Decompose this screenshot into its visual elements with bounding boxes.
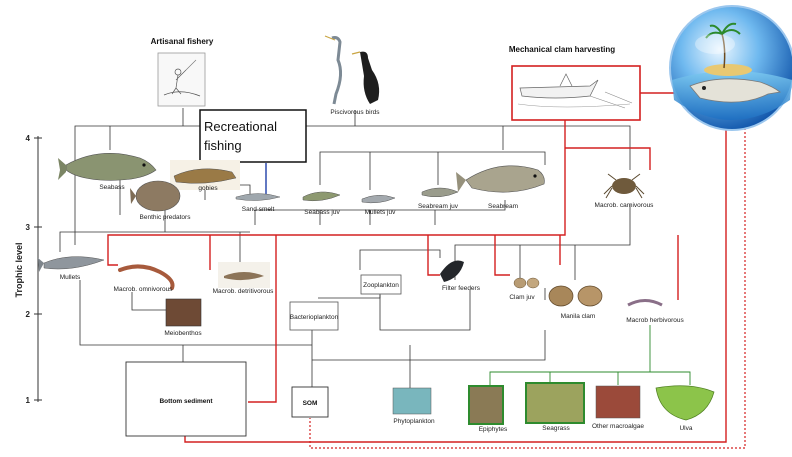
- seagrass-image: [526, 383, 584, 423]
- node-bottom-sediment: Bottom sediment: [159, 398, 213, 405]
- node-bacterioplankton: Bacterioplankton: [290, 314, 339, 321]
- node-manila-clam: Manila clam: [561, 313, 596, 320]
- node-piscivorous-birds: Piscivorous birds: [330, 109, 380, 116]
- node-phytoplankton: Phytoplankton: [393, 418, 435, 425]
- island-globe-icon: [670, 6, 792, 130]
- node-seabream-juv: Seabream juv: [418, 203, 459, 210]
- tick-3: 3: [26, 223, 31, 232]
- sand-smelt-image: [236, 194, 280, 201]
- node-ulva: Ulva: [679, 425, 692, 432]
- node-gobies: gobies: [198, 185, 218, 192]
- other-macroalgae-image: [596, 386, 640, 418]
- producer-links: [490, 325, 690, 385]
- artisanal-fishery-drawing: [158, 53, 205, 106]
- seabass-juv-image: [303, 192, 340, 201]
- recreational-fishing-box: [200, 110, 306, 162]
- node-seabass: Seabass: [99, 184, 125, 191]
- artisanal-fishery-heading: Artisanal fishery: [151, 37, 214, 46]
- node-seagrass: Seagrass: [542, 425, 570, 432]
- node-mullets: Mullets: [60, 274, 81, 281]
- node-other-macroalgae: Other macroalgae: [592, 423, 644, 430]
- recreational-line2: fishing: [204, 138, 242, 153]
- manila-clam-image: [549, 286, 602, 306]
- recreational-line1: Recreational: [204, 119, 277, 134]
- node-filter-feeders: Filter feeders: [442, 285, 481, 292]
- ulva-image: [656, 386, 714, 420]
- node-seabream: Seabream: [488, 203, 518, 210]
- node-macrob-carnivorous: Macrob. carnivorous: [595, 202, 655, 209]
- seabass-image: [58, 153, 156, 180]
- macrob-herbivorous-image: [628, 301, 662, 306]
- mullets-image: [38, 257, 104, 272]
- macrob-carnivorous-image: [596, 170, 652, 204]
- tick-1: 1: [26, 396, 31, 405]
- node-mullets-juv: Mullets juv: [365, 209, 396, 216]
- node-epiphytes: Epiphytes: [479, 426, 508, 433]
- trophic-axis: 4 3 2 1 Trophic level: [14, 134, 42, 405]
- node-zooplankton: Zooplankton: [363, 282, 399, 289]
- piscivorous-birds-image: [318, 34, 392, 108]
- axis-title: Trophic level: [14, 242, 24, 297]
- trophic-links: [60, 108, 630, 400]
- node-macrob-herbivorous: Macrob herbivorous: [626, 317, 684, 324]
- clam-juv-image: [514, 278, 539, 288]
- benthic-predators-image: [130, 181, 180, 211]
- node-som: SOM: [303, 400, 318, 407]
- node-macrob-detritivorous: Macrob. detritivorous: [213, 288, 274, 295]
- epiphytes-image: [469, 386, 503, 424]
- mechanical-heading: Mechanical clam harvesting: [509, 45, 615, 54]
- meiobenthos-image: [166, 299, 201, 326]
- node-macrob-omnivorous: Macrob. omnivorous: [114, 286, 174, 293]
- tick-4: 4: [26, 134, 31, 143]
- node-sand-smelt: Sand smelt: [242, 206, 275, 213]
- node-benthic-predators: Benthic predators: [140, 214, 192, 221]
- seabream-juv-image: [422, 188, 458, 197]
- mullets-juv-image: [362, 195, 395, 203]
- macrob-omnivorous-image: [120, 266, 173, 288]
- node-seabass-juv: Seabass juv: [304, 209, 340, 216]
- macrob-detritivorous-image: [218, 262, 270, 288]
- node-meiobenthos: Meiobenthos: [164, 330, 202, 337]
- phytoplankton-image: [393, 388, 431, 414]
- node-clam-juv: Clam juv: [509, 294, 535, 301]
- seabream-image: [456, 166, 544, 192]
- tick-2: 2: [26, 310, 31, 319]
- filter-feeders-image: [440, 261, 464, 283]
